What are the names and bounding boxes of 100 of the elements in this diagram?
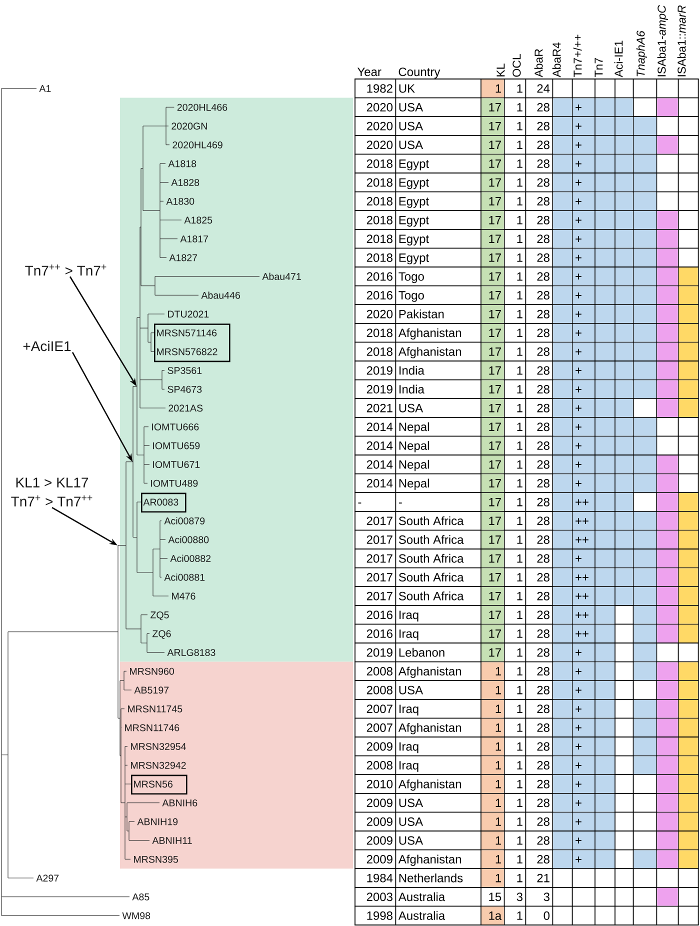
table-cell: 2019 (366, 385, 392, 394)
leaf-label: MRSN395 (134, 856, 178, 863)
table-cell: 2021 (366, 404, 392, 412)
table-cell: UK (399, 84, 415, 93)
table-cell: 2019 (366, 366, 392, 375)
table-cell: 15 (489, 892, 502, 902)
table-cell: 1 (517, 667, 522, 676)
annotation: KL1 > KL17 Tn7$^{+}$ > Tn7$^{++}$ (11, 478, 92, 506)
table-cell: 1984 (367, 874, 393, 882)
table-cell: 2017 (366, 535, 392, 544)
table-cell: USA (399, 798, 424, 808)
table-cell: 1 (517, 234, 522, 243)
table-cell: 2009 (366, 798, 392, 808)
table-cell: 1 (517, 422, 522, 431)
table-cell: 28 (537, 667, 550, 676)
table-cell: 2020 (366, 122, 393, 130)
table-cell: + (572, 850, 595, 868)
table-cell: 17 (481, 154, 504, 173)
table-cell: 17 (481, 342, 504, 361)
table-cell: ++ (572, 606, 595, 624)
table-cell: 28 (537, 422, 550, 432)
table-cell: Australia (398, 911, 446, 920)
table-cell: + (572, 136, 595, 154)
table-cell: + (572, 662, 595, 680)
table-cell: 1 (517, 366, 522, 375)
leaf-label: Abau446 (201, 292, 240, 299)
table-cell: + (572, 211, 595, 229)
leaf-label: A1830 (166, 198, 194, 205)
table-cell: 1 (517, 630, 522, 638)
table-cell: 1 (481, 812, 504, 831)
table-cell: 2014 (366, 479, 393, 488)
table-cell: 1 (517, 272, 522, 281)
leaf-label: IOMTU666 (152, 423, 199, 430)
highlight-box: AR0083 (141, 492, 186, 512)
table-cell: 28 (537, 197, 550, 206)
leaf-label: Aci00882 (170, 554, 211, 562)
table-cell: 2007 (366, 723, 392, 732)
leaf-label: MRSN11746 (125, 724, 180, 732)
table-cell: 1 (517, 610, 522, 619)
table-cell: 21 (537, 874, 550, 882)
table-cell: 17 (481, 173, 504, 192)
table-cell: 17 (481, 117, 504, 135)
table-cell: South Africa (398, 572, 464, 582)
table-cell: 1 (481, 794, 504, 812)
table-cell: 1 (517, 798, 522, 807)
table-cell: 1 (517, 536, 522, 544)
table-cell: 2018 (366, 347, 392, 356)
table-cell: 2017 (366, 592, 392, 600)
table-cell: Togo (398, 272, 424, 284)
leaf-label: Abau471 (262, 272, 301, 280)
table-cell: + (572, 230, 595, 248)
table-cell: 1 (517, 836, 522, 845)
table-cell: 28 (537, 498, 550, 506)
table-cell: + (572, 342, 595, 361)
table-cell: Pakistan (399, 310, 444, 318)
table-cell: 2018 (366, 328, 392, 338)
table-cell: 28 (537, 648, 550, 657)
table-cell: 1 (517, 592, 522, 600)
table-cell: 1 (517, 84, 522, 93)
table-cell: 1 (517, 404, 522, 412)
table-cell: 28 (537, 291, 550, 300)
leaf-label: IOMTU671 (153, 461, 200, 468)
table-cell: 17 (481, 192, 504, 210)
table-cell: 17 (481, 530, 504, 549)
table-cell: 2017 (366, 554, 392, 563)
table-cell: Netherlands (399, 874, 463, 882)
table-cell: USA (399, 404, 424, 412)
table-cell: ++ (572, 493, 595, 511)
table-cell: 1 (517, 328, 522, 337)
table-cell: 1 (481, 718, 504, 737)
table-cell: 28 (537, 780, 550, 788)
table-cell: 28 (537, 723, 550, 732)
table-cell: 2014 (366, 441, 393, 450)
table-cell: Afghanistan (398, 723, 461, 734)
table-cell: 1 (517, 291, 522, 300)
table-cell: 17 (481, 512, 504, 530)
table-cell: USA (399, 122, 424, 130)
annotation: +AciIE1 (23, 340, 71, 352)
leaf-label: MRSN32942 (131, 762, 186, 769)
table-cell: 1 (481, 850, 504, 868)
table-cell: USA (399, 686, 424, 694)
table-cell: Togo (398, 291, 424, 302)
table-cell: 28 (537, 140, 550, 150)
table-cell: + (572, 643, 595, 662)
table-cell: + (572, 192, 595, 210)
table-cell: 2017 (366, 573, 392, 582)
table-cell: 17 (481, 286, 504, 304)
table-cell: + (572, 794, 595, 812)
table-cell: + (572, 455, 595, 474)
table-cell: 2008 (366, 686, 392, 694)
table-cell: 17 (481, 98, 504, 116)
leaf-label: A1 (39, 85, 51, 92)
table-cell: South Africa (398, 554, 464, 563)
table-cell: 17 (481, 418, 504, 436)
table-cell: 1 (517, 724, 522, 732)
table-cell: 1 (481, 831, 504, 850)
table-cell: 28 (537, 159, 550, 168)
table-cell: 1 (517, 122, 522, 130)
table-cell: 2018 (366, 234, 392, 244)
table-cell: 28 (537, 385, 550, 394)
